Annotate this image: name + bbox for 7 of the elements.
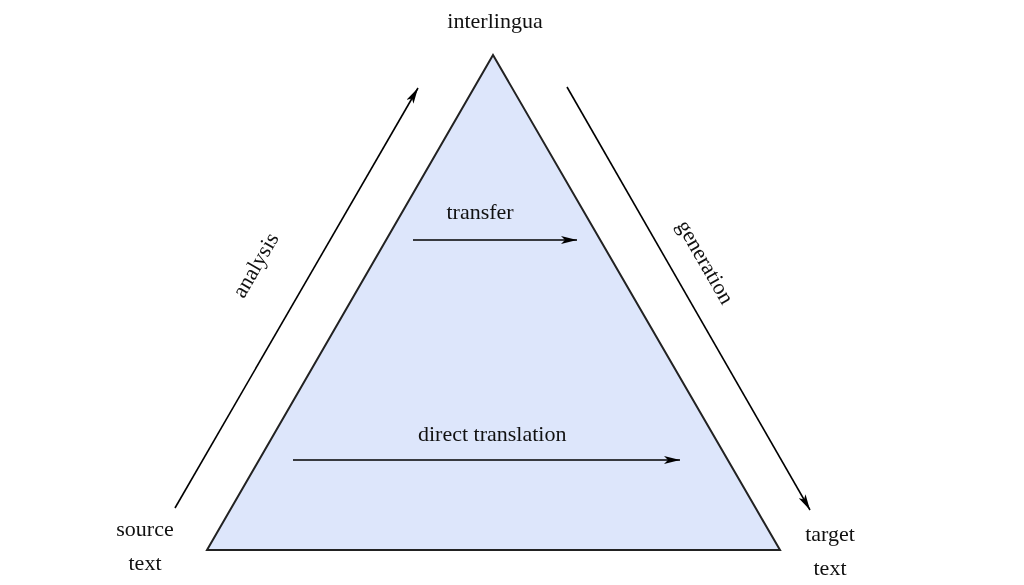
arrow	[566, 86, 811, 511]
arrow-label: transfer	[446, 198, 514, 226]
arrow	[174, 87, 419, 509]
node-label: source text	[110, 512, 180, 580]
arrow-label: direct translation	[418, 420, 567, 448]
node-label: interlingua	[420, 4, 570, 38]
node-label: target text	[795, 517, 865, 585]
